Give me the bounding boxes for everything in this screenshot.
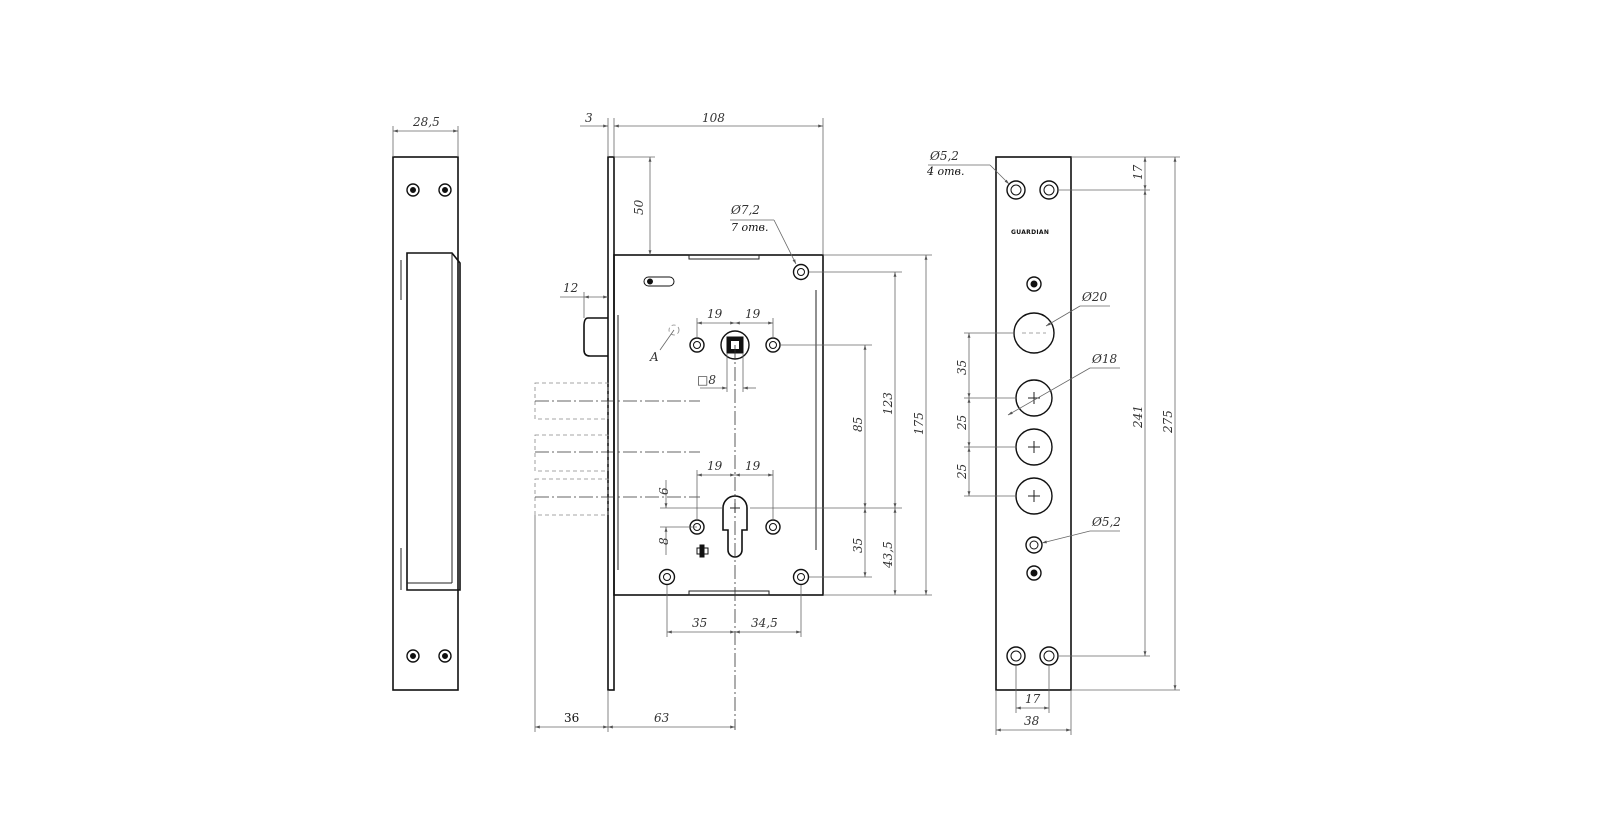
- cylinder-offset-dim: 6: [657, 487, 671, 495]
- dim-175: 175: [912, 412, 926, 435]
- backset-dim: 63: [654, 711, 670, 725]
- top-offset-dim: 50: [632, 199, 646, 215]
- dim-85: 85: [851, 417, 865, 432]
- hole-count-top: 4 отв.: [926, 165, 964, 178]
- mount-hole-callout: Ø7,2: [730, 203, 760, 217]
- mount-hole-cyl-right: [765, 519, 781, 535]
- spindle-right-dim: 19: [745, 307, 761, 321]
- bolt-throw-dim: 36: [564, 711, 579, 725]
- mount-hole-bottom-left: [658, 568, 676, 586]
- strike-screw-hole-bl: [406, 649, 420, 663]
- brand-marking: GUARDIAN: [1011, 229, 1049, 236]
- dim-43-5: 43,5: [881, 541, 895, 569]
- cylinder-left-dim: 19: [707, 459, 723, 473]
- faceplate-mid-hole: [1025, 536, 1043, 554]
- faceplate-small-hole-bottom: [1026, 565, 1042, 581]
- cylinder-small-dim: 8: [657, 537, 671, 545]
- faceplate-width-dim: 38: [1024, 714, 1040, 728]
- euro-cylinder-cutout: [722, 495, 748, 558]
- strike-screw-hole-tr: [438, 183, 452, 197]
- strike-plate-outline: [392, 156, 459, 691]
- faceplate-screw-tr: [1039, 180, 1059, 200]
- top-dim-17: 17: [1131, 164, 1145, 180]
- overall-depth-dim: 108: [702, 111, 725, 125]
- lock-body-view: A 3 108: [534, 111, 932, 732]
- slot-icon: [643, 276, 675, 287]
- pitch-35: 35: [955, 360, 969, 375]
- strike-plate-pocket: [406, 252, 461, 591]
- lock-faceplate-strip: [607, 156, 615, 691]
- mount-hole-spindle-left: [689, 337, 705, 353]
- bottom-dim-17: 17: [1025, 692, 1041, 706]
- dim-275: 275: [1161, 410, 1175, 434]
- faceplate-small-hole-top: [1026, 276, 1042, 292]
- cylinder-right-dim: 19: [745, 459, 761, 473]
- dim-123: 123: [881, 392, 895, 415]
- bolt-hole-3: [1015, 477, 1053, 515]
- strike-screw-hole-tl: [406, 183, 420, 197]
- strike-screw-hole-br: [438, 649, 452, 663]
- mount-hole-bottom-right: [792, 568, 810, 586]
- strike-width-dim: 28,5: [412, 115, 440, 129]
- lock-case-outline: [613, 254, 824, 596]
- dim-241: 241: [1131, 405, 1145, 429]
- bolt-hole-2: [1015, 428, 1053, 466]
- spindle-left-dim: 19: [707, 307, 723, 321]
- key-symbol-icon: [696, 544, 709, 558]
- deadbolt-projections: [534, 382, 700, 516]
- mount-hole-spindle-right: [765, 337, 781, 353]
- faceplate-thickness-dim: 3: [585, 111, 593, 125]
- faceplate-outline: [995, 156, 1072, 691]
- faceplate-screw-br: [1039, 646, 1059, 666]
- mount-hole-count: 7 отв.: [731, 221, 768, 234]
- mount-hole-top-right: [792, 263, 810, 281]
- latch-dim: 12: [563, 281, 578, 295]
- mid-hole-dim: Ø5,2: [1091, 515, 1121, 529]
- dim-35-right: 35: [851, 538, 865, 553]
- strike-plate-view: 28,5: [392, 115, 461, 691]
- bottom-right-dim: 34,5: [751, 616, 778, 630]
- latch-hole-dim: Ø20: [1081, 290, 1107, 304]
- faceplate-screw-tl: [1006, 180, 1026, 200]
- hole-callout-top: Ø5,2: [929, 149, 959, 163]
- bottom-left-dim: 35: [692, 616, 707, 630]
- faceplate-screw-bl: [1006, 646, 1026, 666]
- bolt-hole-dim: Ø18: [1091, 352, 1117, 366]
- datum-label: A: [649, 350, 659, 364]
- pitch-25a: 25: [955, 415, 969, 431]
- bolt-hole-1: [1015, 379, 1053, 417]
- square-spindle-dim: □8: [697, 373, 716, 387]
- latch-bolt: [583, 317, 608, 357]
- faceplate-view: GUARDIAN Ø5,2 4 отв. 17 Ø20 Ø18: [926, 149, 1180, 735]
- pitch-25b: 25: [955, 464, 969, 480]
- latch-hole: [1013, 312, 1055, 354]
